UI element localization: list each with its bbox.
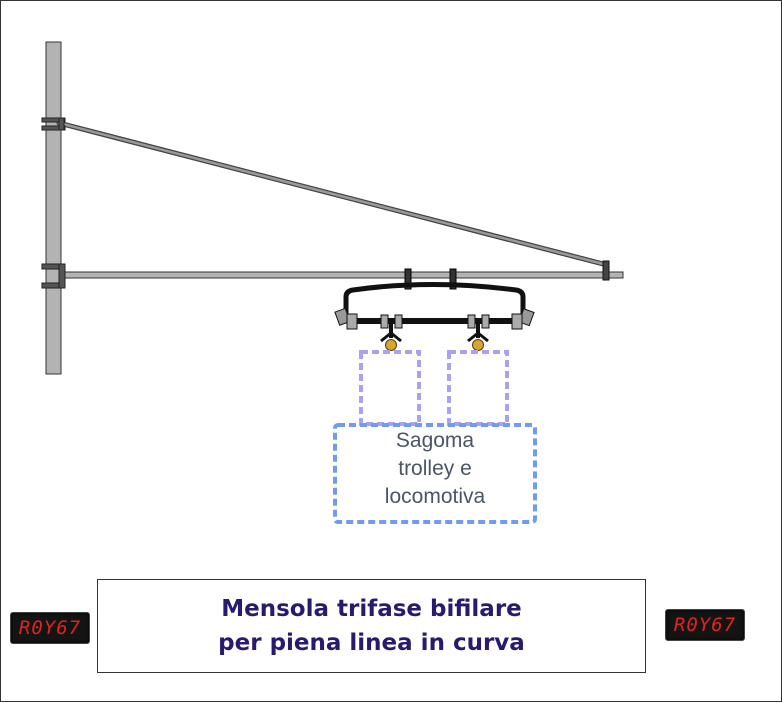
- arm-connector-left: [404, 268, 412, 290]
- hanger-left-b: [394, 314, 403, 329]
- hanger-right-clamp: [467, 331, 489, 343]
- title-line-2: per piena linea in curva: [218, 630, 525, 656]
- upper-clamp-top: [41, 117, 66, 123]
- contact-wire-right: [472, 339, 484, 351]
- hanger-left-a: [380, 314, 389, 329]
- gauge-label-line: Sagoma: [395, 429, 475, 452]
- support-pole: [45, 41, 62, 375]
- contact-wire-left: [385, 339, 397, 351]
- insulator-right-inner: [511, 313, 523, 330]
- pantograph-gauge-right: [447, 350, 509, 426]
- led-badge-right: R0Y67: [665, 609, 745, 641]
- lower-clamp-bolt: [58, 263, 66, 289]
- tip-clamp: [602, 260, 610, 281]
- hanger-left-clamp: [380, 331, 402, 343]
- crossbar: [356, 318, 514, 324]
- title-box: Mensola trifase bifilare per piena linea…: [97, 579, 646, 673]
- locomotive-gauge: [333, 423, 537, 524]
- hanger-right-a: [467, 314, 476, 329]
- hanger-right-b: [481, 314, 490, 329]
- gauge-label: Sagoma trolley e locomotiva: [335, 427, 535, 511]
- gauge-label-line: trolley e: [398, 457, 472, 480]
- arm-connector-right: [449, 268, 457, 290]
- curved-yoke: [343, 282, 526, 315]
- upper-clamp-bolt: [58, 117, 65, 131]
- led-badge-left: R0Y67: [10, 612, 90, 644]
- title-line-1: Mensola trifase bifilare: [221, 596, 522, 622]
- bracket-arm: [60, 271, 624, 279]
- pantograph-gauge-left: [359, 350, 421, 426]
- insulator-left-inner: [346, 313, 358, 330]
- gauge-label-line: locomotiva: [384, 485, 486, 508]
- tie-rod-core: [57, 121, 609, 267]
- upper-clamp-bottom: [41, 125, 66, 131]
